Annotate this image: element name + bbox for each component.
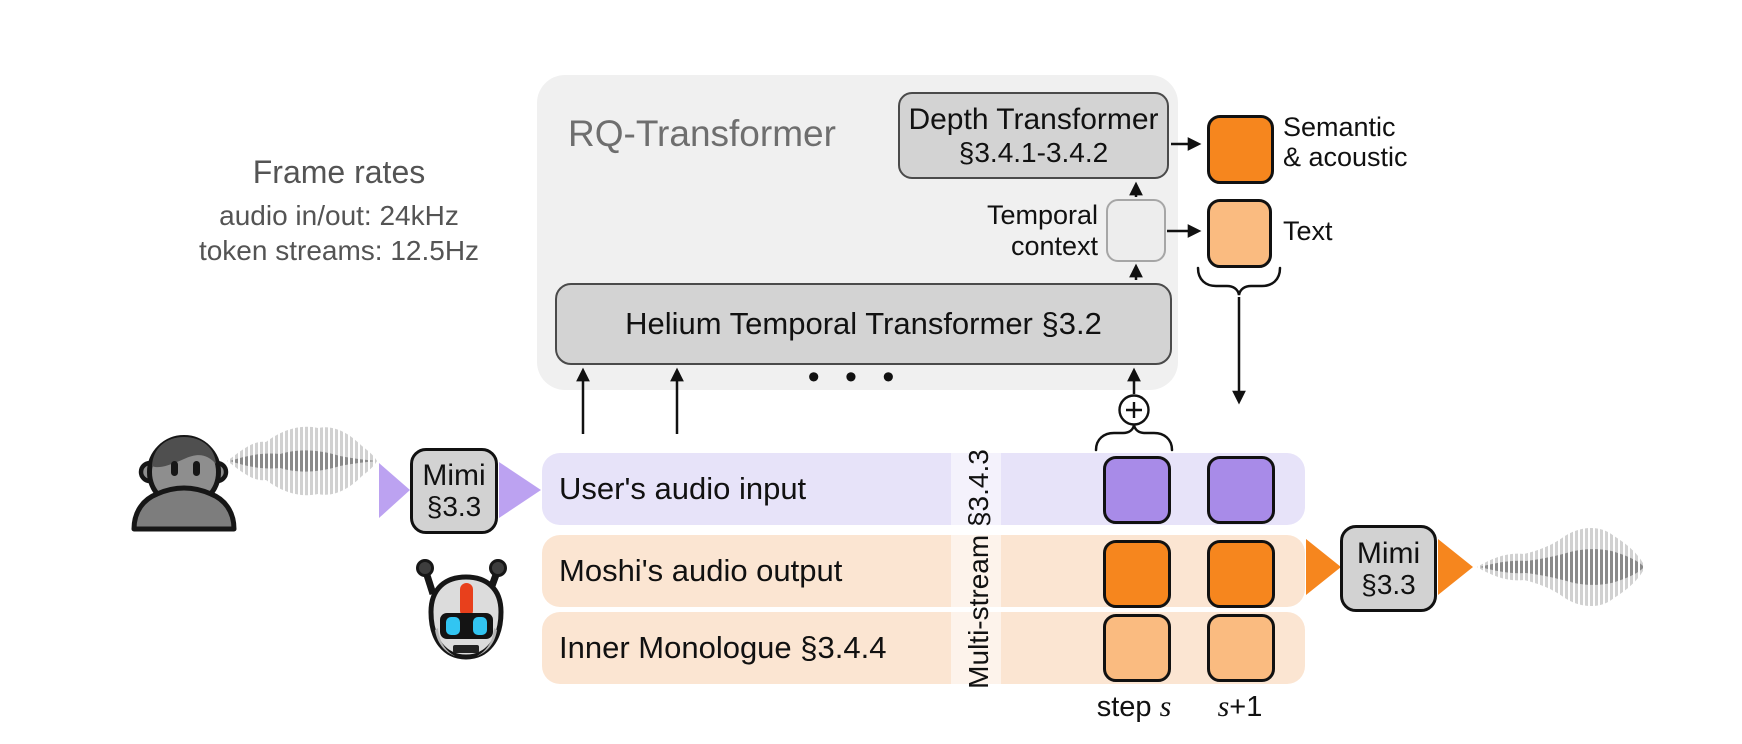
mimi-encoder-box: Mimi §3.3	[410, 448, 498, 534]
user-token-step-s1	[1207, 456, 1275, 524]
text-token	[1207, 199, 1272, 268]
step-s1-label: s+1	[1217, 690, 1263, 724]
mimi-encoder-section: §3.3	[426, 491, 482, 522]
depth-transformer-box: Depth Transformer §3.4.1-3.4.2	[898, 92, 1169, 179]
moshi-token-step-s1	[1207, 540, 1275, 608]
text-token-label: Text	[1283, 216, 1333, 246]
semantic-acoustic-token	[1207, 115, 1274, 184]
stream-band-monologue: Inner Monologue §3.4.4	[542, 612, 1305, 684]
helium-transformer-label: Helium Temporal Transformer §3.2	[625, 306, 1102, 341]
frame-rates-title: Frame rates	[252, 154, 426, 190]
user-waveform	[227, 426, 377, 496]
mimi-decoder-section: §3.3	[1361, 568, 1416, 600]
stream-label-monologue: Inner Monologue §3.4.4	[559, 630, 887, 665]
sum-icon	[1118, 394, 1150, 426]
moshi-token-step-s	[1103, 540, 1171, 608]
brace-over-step-column	[1094, 424, 1174, 452]
helium-transformer-box: Helium Temporal Transformer §3.2	[555, 283, 1172, 365]
stream-band-user: User's audio input	[542, 453, 1305, 525]
step-s-label: step s	[1096, 690, 1172, 724]
person-icon	[131, 435, 237, 532]
stream-label-moshi: Moshi's audio output	[559, 553, 843, 588]
monologue-token-step-s	[1103, 614, 1171, 682]
semantic-acoustic-label: Semantic & acoustic	[1283, 112, 1408, 172]
monologue-token-step-s1	[1207, 614, 1275, 682]
orange-triangle-out-left	[1306, 539, 1341, 595]
temporal-context-label: Temporal context	[986, 200, 1098, 261]
depth-transformer-section: §3.4.1-3.4.2	[958, 136, 1109, 168]
user-token-step-s	[1103, 456, 1171, 524]
mimi-decoder-box: Mimi §3.3	[1340, 525, 1437, 612]
stream-label-user: User's audio input	[559, 471, 807, 506]
stream-band-moshi: Moshi's audio output	[542, 535, 1305, 607]
multistream-strip	[951, 453, 1001, 684]
arrows	[576, 137, 1246, 434]
purple-triangle-in-right	[499, 462, 541, 518]
frame-rates-tokens: token streams: 12.5Hz	[198, 235, 480, 266]
purple-triangle-in-left	[379, 463, 410, 518]
mimi-encoder-name: Mimi	[422, 459, 486, 492]
brace-under-text-token	[1196, 266, 1282, 296]
mimi-decoder-name: Mimi	[1356, 536, 1421, 570]
moshi-waveform	[1477, 527, 1645, 607]
robot-icon	[416, 559, 507, 660]
temporal-context-box	[1106, 199, 1166, 262]
depth-transformer-title: Depth Transformer	[908, 102, 1159, 136]
rq-transformer-label: RQ-Transformer	[568, 113, 836, 154]
frame-rates-audio: audio in/out: 24kHz	[219, 200, 459, 231]
orange-triangle-out-right	[1438, 539, 1473, 595]
ellipsis-dots: • • •	[807, 358, 903, 396]
